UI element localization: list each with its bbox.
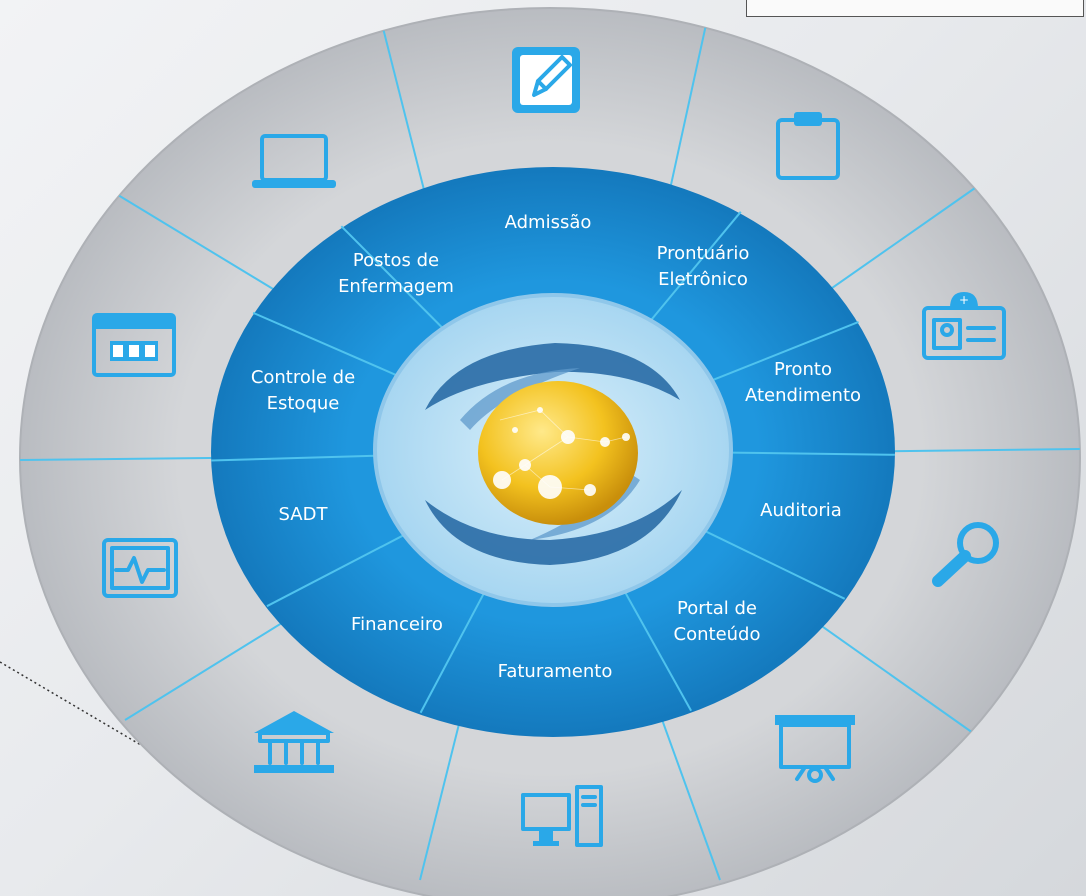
module-label-line: Financeiro: [351, 614, 443, 635]
module-label-controle-de-estoque[interactable]: Controle de Estoque: [251, 367, 355, 414]
core-logo: [425, 343, 682, 565]
module-label-faturamento[interactable]: Faturamento: [498, 661, 613, 682]
module-label-sadt[interactable]: SADT: [279, 504, 329, 525]
module-label-financeiro[interactable]: Financeiro: [351, 614, 443, 635]
inner-segment-divider: [211, 454, 376, 462]
top-right-callout-box: [746, 0, 1084, 17]
module-label-admissao[interactable]: Admissão: [505, 212, 592, 233]
inner-segment-divider: [252, 311, 398, 377]
module-label-line: Auditoria: [760, 500, 842, 521]
module-label-line: Conteúdo: [674, 624, 761, 645]
module-label-line: Estoque: [267, 393, 340, 414]
module-label-line: Postos de: [353, 250, 439, 271]
inner-segment-divider: [419, 592, 485, 714]
inner-segment-divider: [266, 534, 405, 608]
module-label-postos-de-enfermagem[interactable]: Postos de Enfermagem: [338, 250, 454, 297]
module-label-line: Admissão: [505, 212, 592, 233]
inner-segment-divider: [704, 530, 846, 600]
module-label-line: Atendimento: [745, 385, 861, 406]
bank-icon: [254, 711, 334, 773]
inner-segment-divider: [730, 451, 895, 456]
calendar-grid-icon: [92, 313, 176, 377]
module-label-portal-de-conteudo[interactable]: Portal de Conteúdo: [674, 598, 761, 645]
module-label-line: Prontuário: [657, 243, 750, 264]
globe: [478, 381, 638, 525]
desktop-computer-icon: [521, 785, 603, 847]
laptop-icon: [252, 134, 336, 188]
module-label-line: Enfermagem: [338, 276, 454, 297]
module-label-line: Controle de: [251, 367, 355, 388]
inner-segment-divider: [711, 321, 859, 382]
inner-segment-divider: [649, 211, 742, 322]
id-badge-icon: +: [922, 292, 1006, 360]
svg-text:+: +: [959, 293, 969, 307]
module-label-line: Eletrônico: [658, 269, 748, 290]
presentation-board-icon: [775, 715, 855, 783]
clipboard-icon: [776, 112, 840, 180]
module-label-line: SADT: [279, 504, 329, 525]
heart-monitor-icon: [102, 538, 178, 598]
module-label-line: Faturamento: [498, 661, 613, 682]
module-label-line: Portal de: [677, 598, 757, 619]
module-label-line: Pronto: [774, 359, 832, 380]
inner-segment-divider: [340, 225, 444, 329]
edit-icon: [512, 47, 580, 113]
inner-segment-divider: [624, 591, 692, 712]
magnifier-icon: [932, 522, 999, 587]
module-label-auditoria[interactable]: Auditoria: [760, 500, 842, 521]
